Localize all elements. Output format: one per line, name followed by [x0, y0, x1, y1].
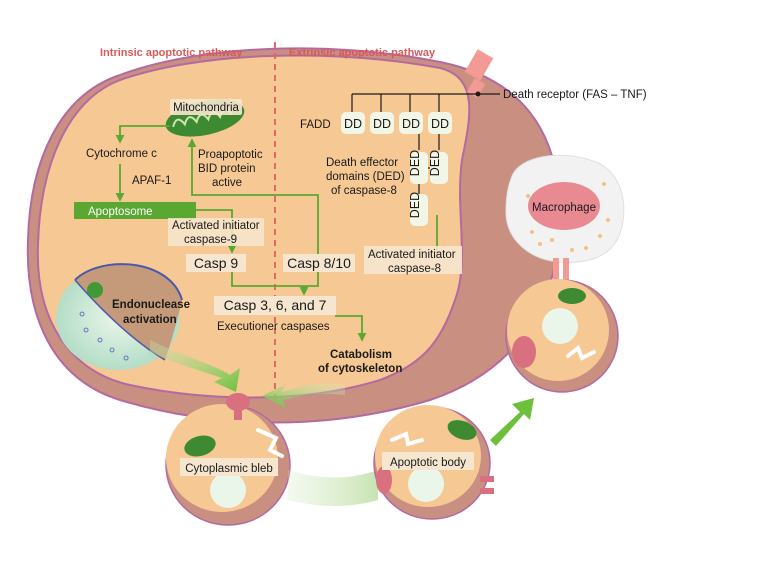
ded-2: DED: [408, 150, 422, 176]
catabolism-label-2: of cytoskeleton: [318, 363, 402, 375]
apoptosome-label: Apoptosome: [88, 206, 153, 218]
macrophage: [505, 154, 625, 284]
intrinsic-header: Intrinsic apoptotic pathway: [100, 47, 243, 59]
executioner-label: Executioner caspases: [217, 321, 330, 333]
apoptosome-box: [74, 202, 196, 219]
proapoptotic-label-2: BID protein: [198, 163, 256, 175]
arrow-phagocytosis: [490, 398, 534, 446]
dd-4: DD: [431, 117, 449, 131]
apaf1-label: APAF-1: [132, 175, 171, 187]
dd-3: DD: [402, 117, 420, 131]
macrophage-label: Macrophage: [532, 202, 596, 214]
apoptotic-body-label: Apoptotic body: [390, 457, 466, 469]
dd-1: DD: [344, 117, 362, 131]
extrinsic-header: Extrinsic apoptotic pathway: [289, 47, 436, 59]
arrow-endonuclease: [150, 340, 240, 392]
fadd-connector: [351, 93, 500, 150]
casp367-label: Casp 3, 6, and 7: [224, 297, 327, 313]
ded-3: DED: [408, 192, 422, 218]
init9-label-2: caspase-9: [184, 234, 237, 246]
death-receptor: [464, 49, 494, 98]
proapoptotic-label-1: Proapoptotic: [198, 149, 263, 161]
ded-boxes: DED DED DED: [408, 150, 448, 226]
ded-desc-3: of caspase-8: [331, 185, 397, 197]
ded-desc-1: Death effector: [326, 157, 398, 169]
mitochondria-label: Mitochondria: [173, 102, 239, 114]
casp810-label: Casp 8/10: [287, 255, 351, 271]
cytochrome-c-label: Cytochrome c: [86, 148, 157, 160]
proapoptotic-label-3: active: [212, 177, 242, 189]
catabolism-label-1: Catabolism: [330, 349, 392, 361]
transition-band: [288, 470, 378, 506]
endonuclease-label-2: activation: [123, 314, 177, 326]
dd-boxes: DD DD DD DD: [341, 112, 452, 134]
init8-label-1: Activated initiator: [368, 249, 456, 261]
init8-label-2: caspase-8: [388, 263, 441, 275]
engulfed-cell: [505, 279, 619, 393]
fadd-label: FADD: [300, 119, 331, 131]
ded-desc-2: domains (DED): [326, 171, 405, 183]
ded-1: DED: [428, 150, 442, 176]
init9-label-1: Activated initiator: [172, 220, 260, 232]
bleb-label: Cytoplasmic bleb: [185, 463, 273, 475]
endonuclease-label-1: Endonuclease: [112, 299, 190, 311]
casp9-label: Casp 9: [194, 255, 239, 271]
dd-2: DD: [373, 117, 391, 131]
arrow-catabolism: [262, 383, 345, 408]
death-receptor-label: Death receptor (FAS – TNF): [503, 89, 647, 101]
